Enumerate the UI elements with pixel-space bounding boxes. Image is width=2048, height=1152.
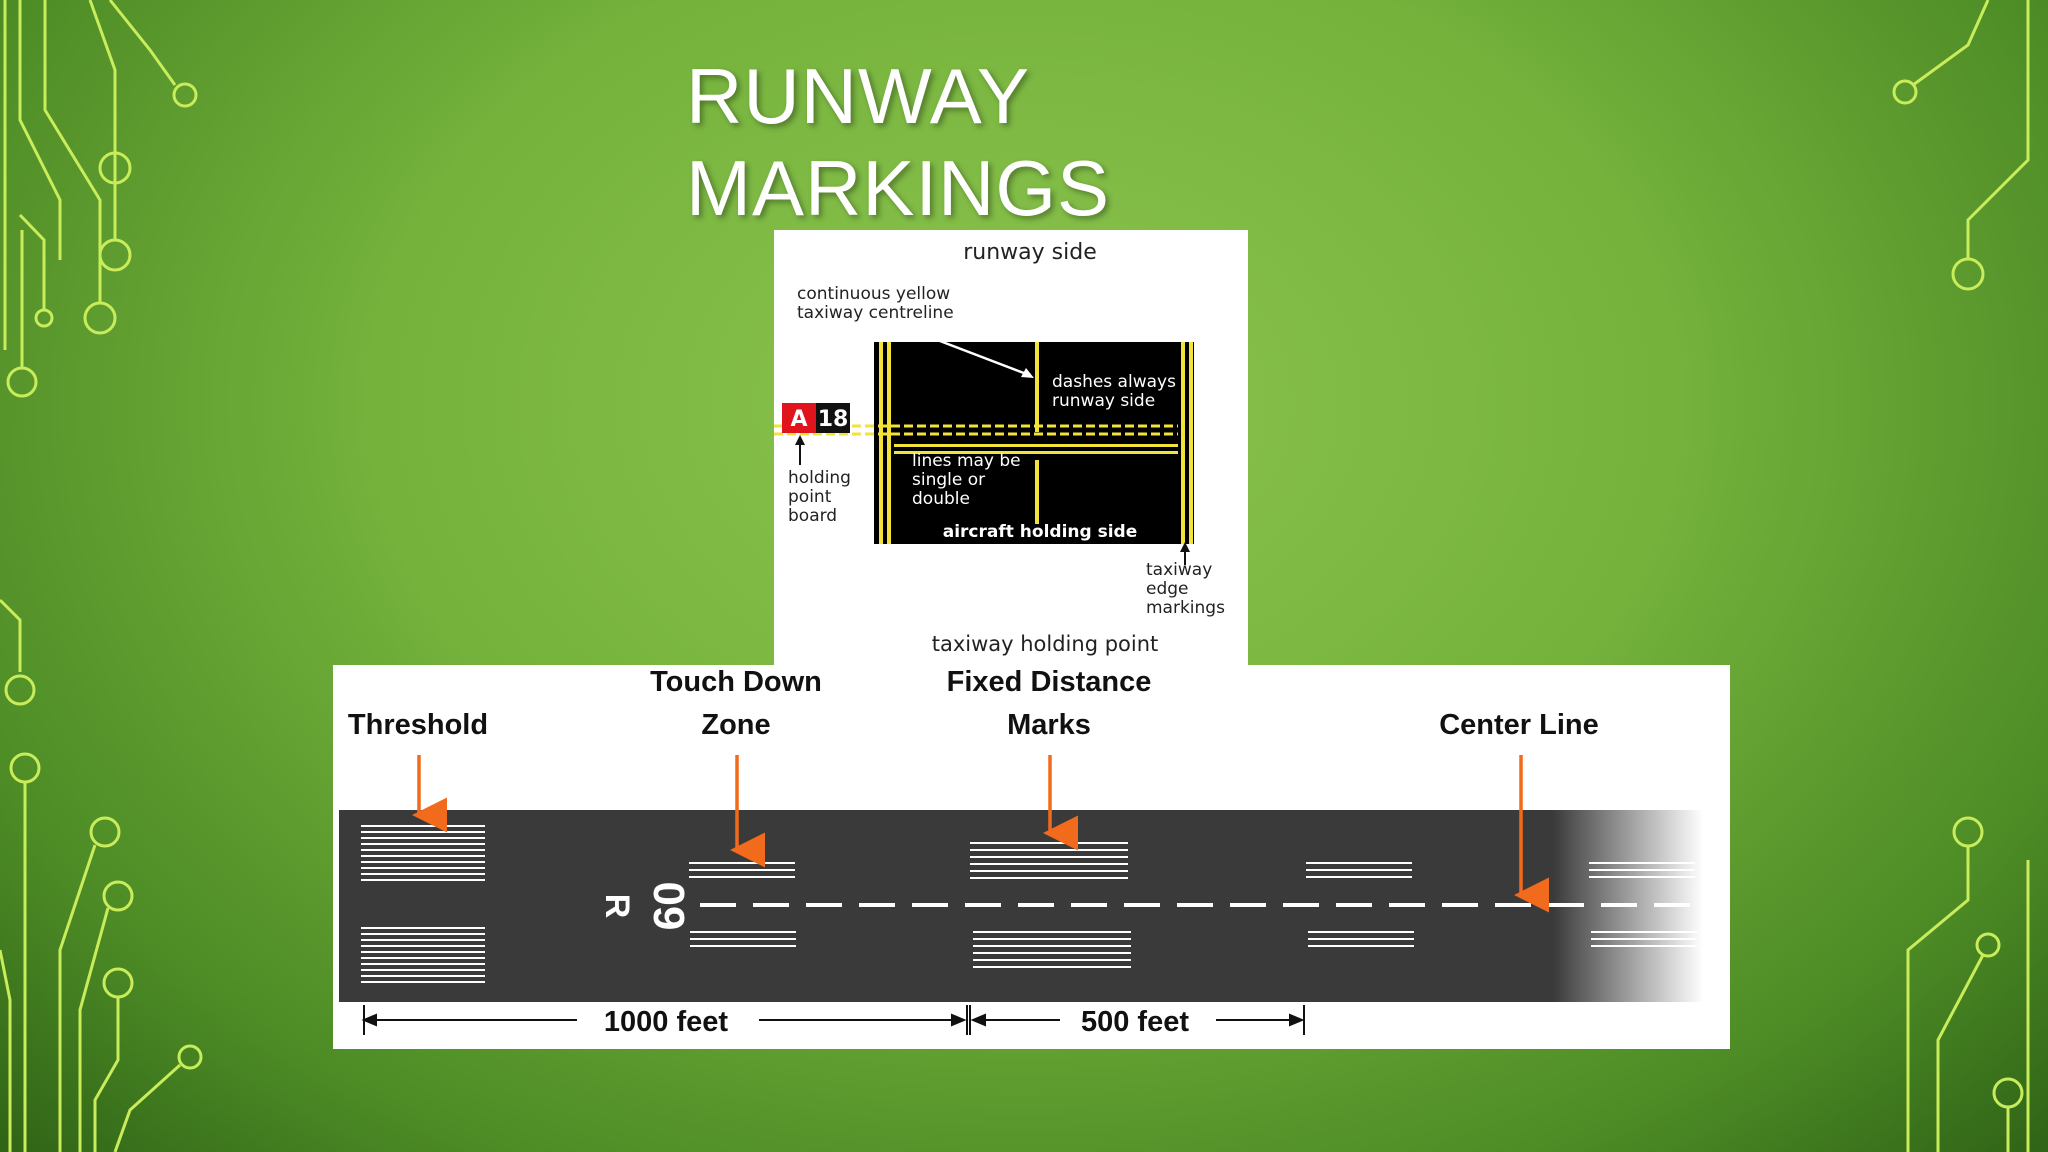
runway-markings-diagram: Threshold Touch Down Zone Fixed Distance… xyxy=(333,665,1730,1049)
board-label-line-2: point xyxy=(788,487,832,507)
holding-board-number-bg xyxy=(816,403,850,433)
edge-pointer-arrowhead-icon xyxy=(1180,542,1190,552)
taxiway-edge-left-inner xyxy=(887,342,891,544)
distance-label-1000: 1000 feet xyxy=(604,1006,728,1038)
taxiway-edge-right-inner xyxy=(1181,342,1185,544)
runway-letter: R xyxy=(598,894,636,919)
edge-label-line-2: edge xyxy=(1146,579,1189,599)
runway-side-label: runway side xyxy=(963,240,1097,265)
distance-label-500: 500 feet xyxy=(1081,1006,1189,1038)
centreline-pointer-arrowhead-icon xyxy=(1021,368,1034,378)
circuit-lines-right-icon xyxy=(1892,0,2030,1152)
runway-number: 09 xyxy=(644,882,693,931)
fixed-distance-markings xyxy=(970,842,1131,968)
holding-board-letter-bg xyxy=(782,403,816,433)
holding-point-diagram: runway side continuous yellow taxiway ce… xyxy=(774,230,1248,666)
centreline-pointer xyxy=(905,326,1030,377)
board-label-line-1: holding xyxy=(788,468,851,488)
holding-board-number: 18 xyxy=(818,407,849,432)
title-line-2: MARKINGS xyxy=(686,144,1111,232)
fixed-distance-label-line-2: Marks xyxy=(1007,709,1091,741)
aircraft-holding-side-label: aircraft holding side xyxy=(943,522,1138,542)
taxiway-centreline-top xyxy=(1035,342,1039,432)
title-line-1: RUNWAY xyxy=(686,52,1030,140)
threshold-label: Threshold xyxy=(348,709,488,741)
fixed-distance-label-line-1: Fixed Distance xyxy=(947,666,1152,698)
centreline-label-line-1: continuous yellow xyxy=(797,284,950,304)
slide-title: RUNWAY MARKINGS xyxy=(686,50,1110,234)
lines-label-line-2: single or xyxy=(912,470,985,490)
taxiway-edge-right-outer xyxy=(1189,342,1193,544)
board-pointer-arrowhead-icon xyxy=(795,435,805,445)
touchdown-zone-label-line-2: Zone xyxy=(701,709,770,741)
centreline-label-line-2: taxiway centreline xyxy=(797,303,954,323)
circuit-lines-left-icon xyxy=(0,0,203,1152)
board-label-line-3: board xyxy=(788,506,837,526)
edge-label-line-3: markings xyxy=(1146,598,1225,618)
dashes-label-line-1: dashes always xyxy=(1052,372,1176,392)
touchdown-zone-markings-3 xyxy=(1589,862,1697,947)
taxiway-surface xyxy=(874,342,1194,544)
taxiway-edge-left-outer xyxy=(879,342,883,544)
holding-solid-line-2 xyxy=(894,451,1178,454)
circuit-decoration-left xyxy=(0,0,230,1152)
taxiway-holding-point-label: taxiway holding point xyxy=(932,632,1159,656)
taxiway-centreline-bottom xyxy=(1035,460,1039,524)
circuit-decoration-right xyxy=(1818,0,2048,1152)
lines-label-line-1: lines may be xyxy=(912,451,1021,471)
dashes-label-line-2: runway side xyxy=(1052,391,1155,411)
holding-solid-line-1 xyxy=(894,444,1178,447)
lines-label-line-3: double xyxy=(912,489,970,509)
distance-dimensions xyxy=(361,1005,1305,1035)
center-line-label: Center Line xyxy=(1439,709,1599,741)
touchdown-zone-label-line-1: Touch Down xyxy=(650,666,822,698)
edge-label-line-1: taxiway xyxy=(1146,560,1212,580)
touchdown-zone-markings-2 xyxy=(1306,862,1414,947)
runway-designator: 09 R xyxy=(598,882,693,931)
runway-surface xyxy=(339,810,1559,1002)
holding-board-letter: A xyxy=(790,407,807,432)
